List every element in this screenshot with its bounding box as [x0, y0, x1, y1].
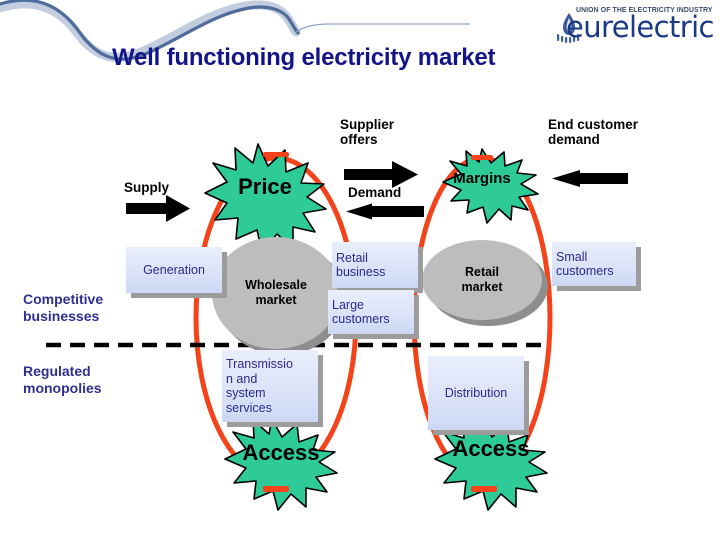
end-customer-demand-line2: demand [548, 132, 600, 147]
tier-competitive-line2: businesses [23, 308, 100, 324]
box-retail-business-line1: Retail [336, 250, 368, 265]
price-star-label: Price [205, 174, 325, 200]
demand-label: Demand [348, 185, 401, 200]
box-large-customers-line2: customers [332, 312, 390, 326]
tier-competitive-line1: Competitive [23, 291, 104, 307]
margins-star-label: Margins [432, 168, 532, 188]
box-large-customers-line1: Large [332, 297, 364, 312]
page-title: Well functioning electricity market [112, 44, 496, 71]
access-right-star-label: Access [432, 436, 550, 462]
supplier-offers-line1: Supplier [340, 117, 395, 132]
box-small-customers-line2: customers [556, 264, 614, 278]
demand-arrow [346, 203, 424, 220]
wholesale-market-label-line1: Wholesale [245, 278, 307, 292]
supply-label: Supply [124, 180, 169, 195]
box-distribution-label: Distribution [444, 385, 508, 400]
logo-wordmark: eurelectric [566, 10, 714, 44]
end-customer-demand-label: End customer demand [548, 117, 638, 147]
end-customer-demand-line1: End customer [548, 117, 639, 132]
box-transmission-line2: n and [226, 371, 258, 386]
box-small-customers: Small customers [552, 242, 636, 286]
box-transmission-line1: Transmissio [226, 357, 293, 371]
access-right-loop-nub [471, 486, 497, 492]
supplier-offers-arrow [344, 161, 418, 188]
box-retail-business: Retail business [332, 242, 418, 288]
logo-tagline: UNION OF THE ELECTRICITY INDUSTRY [576, 5, 713, 14]
supply-label-text: Supply [124, 180, 170, 195]
tier-regulated-line2: monopolies [23, 380, 102, 396]
retail-market-label-line1: Retail [464, 265, 500, 279]
access-right-star-text: Access [452, 436, 530, 461]
box-generation-label: Generation [143, 262, 205, 277]
eurelectric-flame-icon [557, 13, 580, 43]
retail-market-shape: Retail market [422, 240, 542, 320]
box-retail-business-line2: business [336, 265, 386, 279]
tier-regulated-line1: Regulated [23, 363, 91, 379]
tier-competitive-businesses: Competitive businesses [23, 291, 103, 325]
retail-market-label-line2: market [461, 280, 503, 294]
header-swoosh-decoration [0, 0, 470, 62]
access-right-star-shape [434, 418, 548, 511]
tier-regulated-monopolies: Regulated monopolies [23, 363, 102, 397]
margins-star-text: Margins [453, 169, 511, 187]
price-star-text: Price [238, 174, 292, 199]
box-large-customers: Large customers [328, 290, 414, 334]
access-left-star-text: Access [242, 440, 320, 465]
box-small-customers-line1: Small [556, 249, 588, 264]
eurelectric-logo: UNION OF THE ELECTRICITY INDUSTRY eurele… [552, 4, 718, 52]
supplier-offers-line2: offers [340, 132, 378, 147]
box-transmission-line4: services [226, 400, 272, 415]
supply-arrow [126, 195, 190, 222]
box-transmission-line3: system [226, 386, 266, 400]
box-generation: Generation [126, 247, 222, 293]
price-loop-nub [263, 152, 289, 157]
margins-loop-nub [471, 155, 493, 160]
demand-label-text: Demand [348, 185, 402, 200]
access-left-loop-nub [263, 486, 289, 492]
access-left-star-label: Access [222, 440, 340, 466]
wholesale-market-shape: Wholesale market [212, 237, 340, 349]
supplier-offers-label: Supplier offers [340, 117, 394, 147]
end-customer-arrow [552, 170, 628, 187]
box-transmission-and-system-services: Transmissio n and system services [222, 350, 318, 422]
wholesale-market-label-line2: market [255, 293, 297, 307]
box-distribution: Distribution [428, 356, 524, 430]
